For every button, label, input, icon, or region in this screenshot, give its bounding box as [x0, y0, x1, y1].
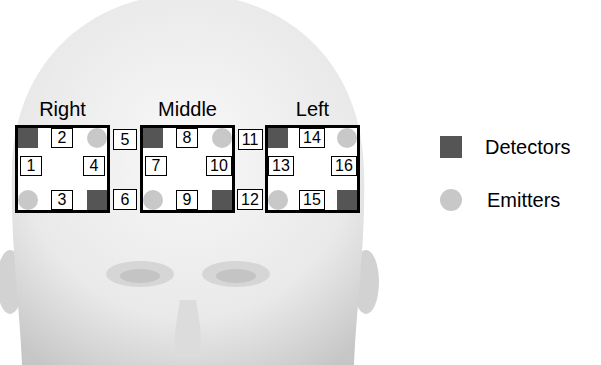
- channel-number: 2: [58, 130, 67, 146]
- channel-box: 13: [268, 156, 294, 176]
- nose-shade: [175, 300, 201, 358]
- emitter-swatch: [440, 189, 462, 211]
- probe-heading: Middle: [158, 99, 217, 119]
- channel-box: 7: [145, 156, 167, 176]
- channel-box: 15: [299, 190, 325, 210]
- emitter-symbol: [87, 128, 107, 148]
- emitter-symbol: [143, 190, 163, 210]
- probe-left-symbols: [268, 128, 357, 210]
- probe-ground: [143, 128, 232, 210]
- channel-number: 16: [335, 158, 353, 174]
- probe-ground: [18, 128, 107, 210]
- channel-box: 10: [206, 156, 232, 176]
- channel-number: 13: [272, 158, 290, 174]
- emitter-symbol: [337, 128, 357, 148]
- emitter-symbol: [18, 190, 38, 210]
- channel-number: 6: [121, 192, 130, 208]
- channel-box: 1: [20, 156, 42, 176]
- eye-socket: [202, 261, 270, 287]
- channel-box: 9: [176, 190, 198, 210]
- detector-symbol: [337, 190, 357, 210]
- detector-symbol: [87, 190, 107, 210]
- probe-right-symbols: [18, 128, 107, 210]
- emitter-symbol: [268, 190, 288, 210]
- detector-swatch: [440, 136, 462, 158]
- channel-number: 4: [90, 158, 99, 174]
- channel-box: 3: [51, 190, 73, 210]
- detector-symbol: [268, 128, 288, 148]
- channel-box: 11: [238, 129, 263, 150]
- emitter-symbol: [212, 128, 232, 148]
- channel-box: 12: [237, 189, 263, 210]
- detector-symbol: [143, 128, 163, 148]
- channel-box: 2: [51, 128, 73, 148]
- detector-symbol: [212, 190, 232, 210]
- channel-box: 6: [113, 189, 137, 210]
- eye: [120, 269, 160, 283]
- eye: [216, 269, 256, 283]
- probe-middle-symbols: [143, 128, 232, 210]
- channel-number: 7: [152, 158, 161, 174]
- channel-number: 8: [183, 130, 192, 146]
- probe-box: Right1234: [15, 125, 110, 213]
- legend-label: Detectors: [485, 137, 571, 157]
- detector-symbol: [18, 128, 38, 148]
- probe-box: Middle78910: [140, 125, 235, 213]
- probe-ground: [268, 128, 357, 210]
- channel-number: 3: [58, 192, 67, 208]
- channel-number: 10: [210, 158, 228, 174]
- channel-number: 9: [183, 192, 192, 208]
- channel-number: 1: [27, 158, 36, 174]
- channel-number: 14: [303, 130, 321, 146]
- channel-box: 8: [176, 128, 198, 148]
- legend-label: Emitters: [487, 190, 560, 210]
- probe-heading: Right: [39, 99, 86, 119]
- probe-heading: Left: [296, 99, 329, 119]
- channel-box: 14: [299, 128, 325, 148]
- channel-box: 4: [83, 156, 105, 176]
- channel-number: 11: [242, 132, 259, 148]
- probe-box: Left13141516: [265, 125, 360, 213]
- channel-box: 16: [331, 156, 357, 176]
- channel-box: 5: [113, 129, 137, 150]
- channel-number: 5: [121, 132, 130, 148]
- channel-number: 12: [241, 192, 259, 208]
- eye-socket: [106, 261, 174, 287]
- head-outline: [12, 0, 365, 365]
- channel-number: 15: [303, 192, 321, 208]
